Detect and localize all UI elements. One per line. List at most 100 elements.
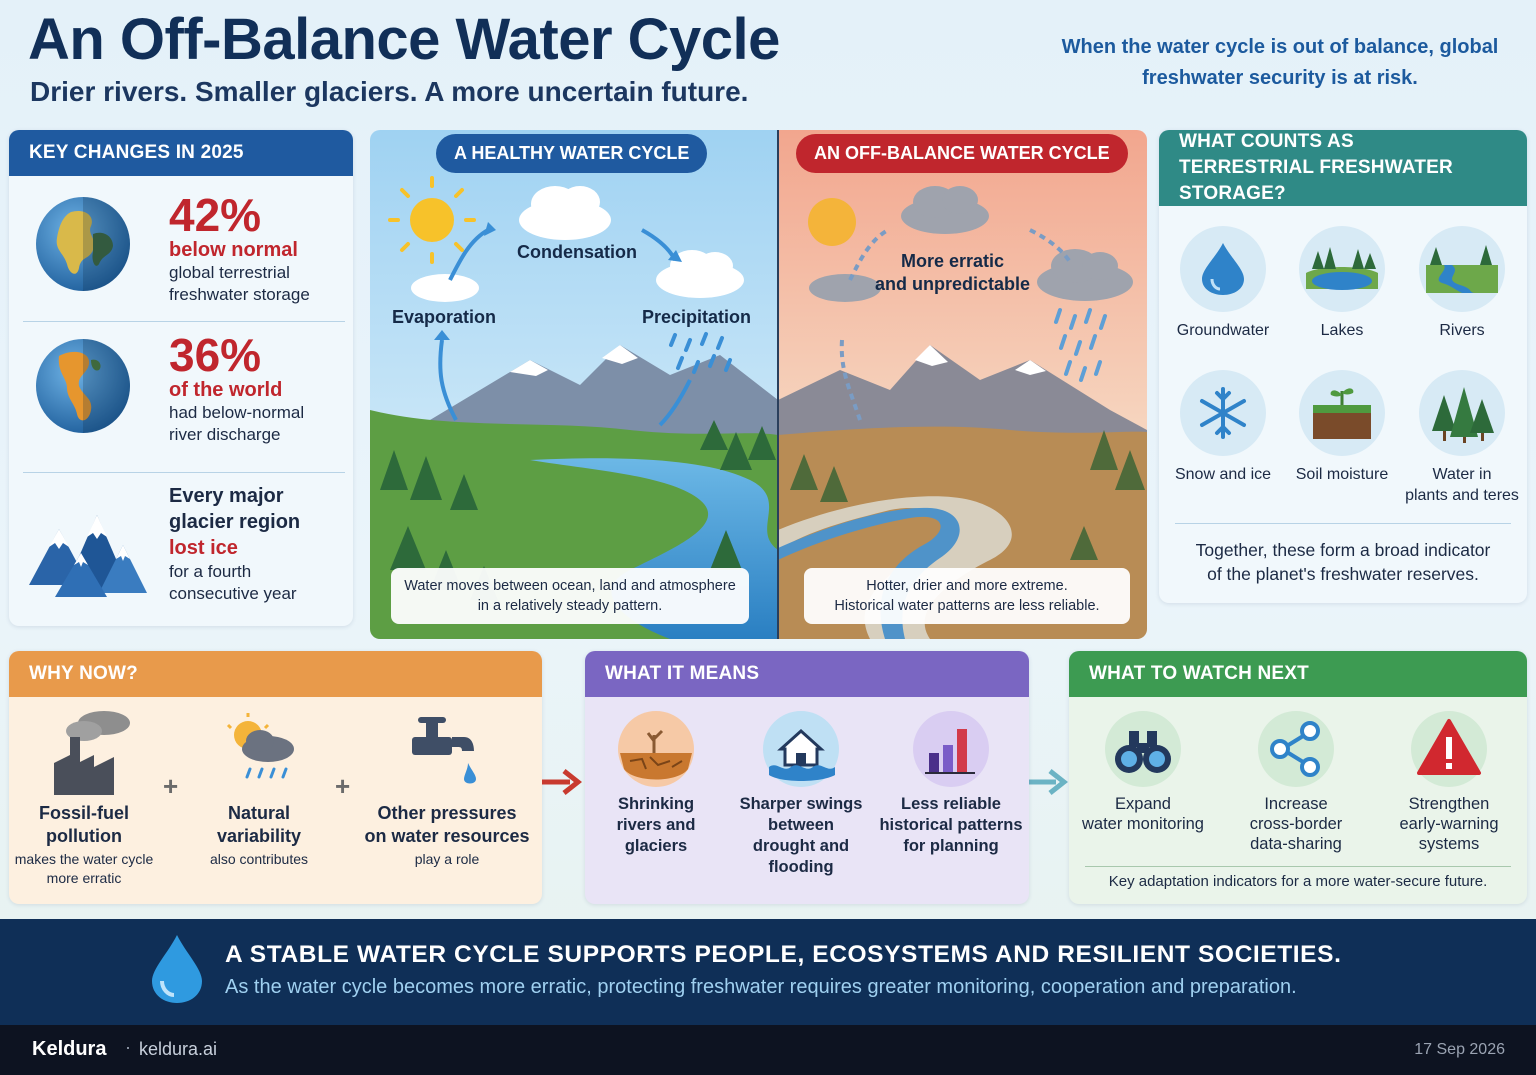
arrow-right-icon: [1028, 769, 1068, 795]
impact-line: glaciers: [624, 837, 688, 855]
storage-footer-line: Together, these form a broad indicator: [1195, 540, 1491, 560]
what-to-watch-card: WHAT TO WATCH NEXT Expand water monitori…: [1069, 651, 1527, 904]
storage-label: Rivers: [1439, 322, 1485, 339]
storage-label: Water in plants and teres: [1402, 464, 1522, 506]
lake-icon: [1306, 247, 1378, 290]
page-title: An Off-Balance Water Cycle: [28, 7, 780, 72]
what-to-watch-heading: WHAT TO WATCH NEXT: [1069, 651, 1527, 697]
watch-line: Expand: [1115, 795, 1171, 813]
banner-title: A STABLE WATER CYCLE SUPPORTS PEOPLE, EC…: [225, 941, 1342, 968]
precipitation-label: Precipitation: [642, 307, 752, 327]
stat-text: freshwater storage: [169, 285, 310, 304]
watch-early-warning: Strengthen early-warning systems: [1381, 709, 1517, 854]
stat-text: global terrestrial: [169, 263, 290, 282]
cause-natural-variability: Natural variability also contributes: [189, 707, 329, 869]
storage-heading-line: WHAT COUNTS AS: [1179, 131, 1354, 152]
arrow-right-icon: [542, 769, 582, 795]
note-line: in a relatively steady pattern.: [477, 598, 663, 614]
water-drop-icon: [1202, 243, 1244, 295]
water-drop-icon: [152, 935, 202, 1003]
key-change-rivers: 36% of the world had below-normal river …: [9, 322, 353, 472]
healthy-cycle-pill: A HEALTHY WATER CYCLE: [436, 134, 708, 173]
snowflake-icon: [1200, 387, 1246, 439]
watch-line: Strengthen: [1408, 795, 1490, 813]
healthy-cycle-note: Water moves between ocean, land and atmo…: [391, 568, 749, 624]
cause-title: pollution: [46, 826, 122, 846]
impact-line: Less reliable: [901, 795, 1001, 813]
cause-title: on water resources: [364, 826, 530, 846]
impact-shrinking-rivers: Shrinking rivers and glaciers: [595, 709, 717, 857]
watch-line: systems: [1418, 835, 1480, 853]
cause-title: variability: [216, 826, 302, 846]
key-change-storage: 42% below normal global terrestrial fres…: [9, 176, 353, 321]
brand-name: Keldura: [32, 1038, 107, 1060]
brand-url[interactable]: keldura.ai: [139, 1039, 218, 1059]
stat-42-percent: 42%: [169, 189, 262, 241]
binoculars-icon: [1105, 711, 1181, 787]
erratic-label: More erratic and unpredictable: [875, 250, 1030, 296]
banner-subtitle: As the water cycle becomes more erratic,…: [225, 976, 1297, 998]
key-change-glaciers: Every major glacier region lost ice for …: [9, 473, 353, 623]
page-subtitle: Drier rivers. Smaller glaciers. A more u…: [30, 76, 749, 107]
watch-line: data-sharing: [1250, 835, 1342, 853]
watch-line: early-warning: [1399, 815, 1499, 833]
impact-line: Shrinking: [617, 795, 695, 813]
share-network-icon: [1258, 711, 1334, 787]
storage-label-line: Water in: [1432, 466, 1492, 483]
watch-footer: Key adaptation indicators for a more wat…: [1108, 873, 1488, 890]
cause-detail: also contributes: [209, 851, 309, 867]
what-it-means-card: WHAT IT MEANS Shrinking rivers and glaci…: [585, 651, 1029, 904]
cause-other-pressures: Other pressures on water resources play …: [359, 707, 535, 869]
storage-label: Soil moisture: [1295, 466, 1389, 483]
storage-label: Snow and ice: [1174, 466, 1272, 483]
storage-item-plants: Water in plants and teres: [1402, 370, 1522, 506]
water-cycle-scene-illustration: [370, 130, 1147, 639]
glacier-lead: Every major: [169, 485, 284, 507]
impact-line: historical patterns: [879, 816, 1023, 834]
header-tagline: When the water cycle is out of balance, …: [1061, 36, 1499, 89]
divider: [23, 472, 345, 473]
plus-sign: +: [335, 771, 351, 801]
divider: [1085, 866, 1511, 867]
factory-icon: [54, 711, 130, 795]
storage-label: Groundwater: [1176, 322, 1270, 339]
stat-text: for a fourth: [169, 562, 252, 581]
cause-detail: more erratic: [46, 870, 122, 886]
cause-title: Other pressures: [377, 803, 517, 823]
freshwater-storage-card: WHAT COUNTS AS TERRESTRIAL FRESHWATER ST…: [1159, 130, 1527, 603]
storage-item-soil-moisture: Soil moisture: [1282, 370, 1402, 485]
watch-line: Increase: [1264, 795, 1328, 813]
cause-fossil-fuel: Fossil-fuel pollution makes the water cy…: [11, 707, 157, 888]
globe-icon: [36, 197, 130, 291]
divider: [23, 321, 345, 322]
impact-line: drought and: [752, 837, 850, 855]
erratic-label-line: and unpredictable: [875, 274, 1031, 294]
stat-highlight: lost ice: [169, 537, 238, 559]
stat-text: river discharge: [169, 425, 281, 444]
condensation-label: Condensation: [517, 242, 637, 262]
plus-sign: +: [163, 771, 179, 801]
flood-house-icon: [763, 711, 839, 787]
storage-item-groundwater: Groundwater: [1163, 226, 1283, 341]
impact-drought-flood-swings: Sharper swings between drought and flood…: [735, 709, 867, 878]
impact-line: Sharper swings: [739, 795, 863, 813]
storage-item-snow-ice: Snow and ice: [1163, 370, 1283, 485]
key-changes-card: KEY CHANGES IN 2025 42% below normal glo…: [9, 130, 353, 626]
sun-cloud-rain-icon: [226, 713, 294, 779]
key-changes-heading: KEY CHANGES IN 2025: [9, 130, 353, 176]
impact-line: between: [767, 816, 835, 834]
note-line: Water moves between ocean, land and atmo…: [404, 578, 736, 594]
stat-highlight: of the world: [169, 379, 283, 401]
divider: [1175, 523, 1511, 524]
faucet-icon: [412, 717, 476, 784]
watch-data-sharing: Increase cross-border data-sharing: [1229, 709, 1363, 854]
note-line: Hotter, drier and more extreme.: [866, 578, 1068, 594]
offbalance-cycle-pill: AN OFF-BALANCE WATER CYCLE: [796, 134, 1128, 173]
sun-icon: [388, 176, 476, 264]
stat-text: had below-normal: [169, 403, 305, 422]
why-now-heading: WHY NOW?: [9, 651, 542, 697]
cracked-earth-icon: [618, 711, 694, 787]
storage-item-lakes: Lakes: [1282, 226, 1402, 341]
cause-title: Fossil-fuel: [38, 803, 129, 823]
storage-heading: WHAT COUNTS AS TERRESTRIAL FRESHWATER ST…: [1159, 130, 1527, 206]
